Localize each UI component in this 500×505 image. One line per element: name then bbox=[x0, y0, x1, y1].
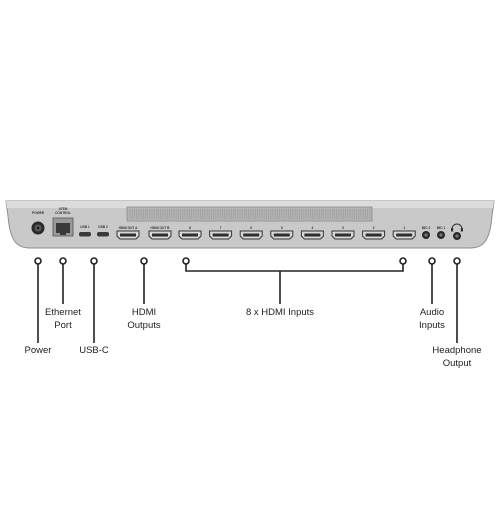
ethernet-marker bbox=[59, 257, 67, 265]
hdmi-output-port-a bbox=[116, 230, 140, 240]
atem-control-label-1: ATEM bbox=[59, 207, 68, 211]
hdmi-input-label-5: 5 bbox=[281, 226, 283, 230]
hdmi-in-left-marker bbox=[182, 257, 190, 265]
headphone-output-callout-line2: Output bbox=[442, 358, 472, 369]
device-top-edge bbox=[6, 201, 494, 208]
hdmi-input-port-6 bbox=[239, 230, 263, 240]
mic1-panel-label: MIC 1 bbox=[437, 226, 446, 230]
hdmi-input-port-8 bbox=[178, 230, 202, 240]
ethernet-callout: Ethernet Port bbox=[38, 306, 88, 332]
hdmi-input-label-3: 3 bbox=[342, 226, 344, 230]
hdmi-inputs-callout: 8 x HDMI Inputs bbox=[220, 306, 340, 319]
usb2-panel-label: USB 2 bbox=[98, 225, 108, 229]
audio-inputs-callout-line2: Inputs bbox=[419, 320, 445, 331]
usbc-port-1 bbox=[79, 232, 91, 237]
hdmi-output-port-b bbox=[148, 230, 172, 240]
hdmi-in-right-marker bbox=[399, 257, 407, 265]
hdmi-in-bracket bbox=[185, 264, 404, 272]
headphone-output-callout: Headphone Output bbox=[422, 344, 492, 370]
hdmi-input-label-4: 4 bbox=[312, 226, 314, 230]
hdmi-input-port-2 bbox=[362, 230, 386, 240]
hdmi-out-b-label: HDMI OUT B bbox=[151, 226, 171, 230]
mic2-jack bbox=[422, 231, 430, 239]
audio-marker bbox=[428, 257, 436, 265]
hdmi-input-port-3 bbox=[331, 230, 355, 240]
hdmi-outputs-callout: HDMI Outputs bbox=[119, 306, 169, 332]
power-callout-text: Power bbox=[24, 345, 52, 356]
power-connector bbox=[31, 221, 45, 235]
power-panel-label: POWER bbox=[32, 211, 45, 215]
hdmi-input-port-1 bbox=[392, 230, 416, 240]
hdmi-input-label-1: 1 bbox=[403, 226, 405, 230]
ethernet-callout-line2: Port bbox=[54, 320, 72, 331]
mic1-jack bbox=[437, 231, 445, 239]
usb1-panel-label: USB 1 bbox=[80, 225, 90, 229]
usbc-callout: USB-C bbox=[69, 344, 119, 357]
hdmi-input-label-7: 7 bbox=[220, 226, 222, 230]
power-callout: Power bbox=[13, 344, 63, 357]
power-marker bbox=[34, 257, 42, 265]
hdmi-inputs-callout-text: 8 x HDMI Inputs bbox=[245, 307, 315, 318]
hdmi-outputs-callout-line2: Outputs bbox=[127, 320, 161, 331]
mic2-panel-label: MIC 2 bbox=[422, 226, 431, 230]
headphone-output-callout-line1: Headphone bbox=[432, 345, 482, 356]
hdmi-input-port-7 bbox=[209, 230, 233, 240]
hdmi-out-marker bbox=[140, 257, 148, 265]
headphone-marker bbox=[453, 257, 461, 265]
usbc-callout-text: USB-C bbox=[79, 345, 109, 356]
hdmi-input-label-6: 6 bbox=[250, 226, 252, 230]
hdmi-input-label-8: 8 bbox=[189, 226, 191, 230]
audio-inputs-callout: Audio Inputs bbox=[407, 306, 457, 332]
audio-inputs-callout-line1: Audio bbox=[419, 307, 445, 318]
vent-grille bbox=[126, 206, 373, 222]
headphone-jack bbox=[453, 232, 461, 240]
usbc-marker bbox=[90, 257, 98, 265]
ethernet-port bbox=[52, 217, 74, 237]
usbc-port-2 bbox=[97, 232, 109, 237]
headphone-icon bbox=[451, 223, 463, 232]
hdmi-input-port-4 bbox=[300, 230, 324, 240]
hdmi-out-a-label: HDMI OUT A bbox=[119, 226, 139, 230]
hdmi-input-label-2: 2 bbox=[373, 226, 375, 230]
ethernet-callout-line1: Ethernet bbox=[45, 307, 81, 318]
hdmi-input-port-5 bbox=[270, 230, 294, 240]
hdmi-outputs-callout-line1: HDMI bbox=[131, 307, 157, 318]
atem-control-label-2: CONTROL bbox=[55, 211, 71, 215]
